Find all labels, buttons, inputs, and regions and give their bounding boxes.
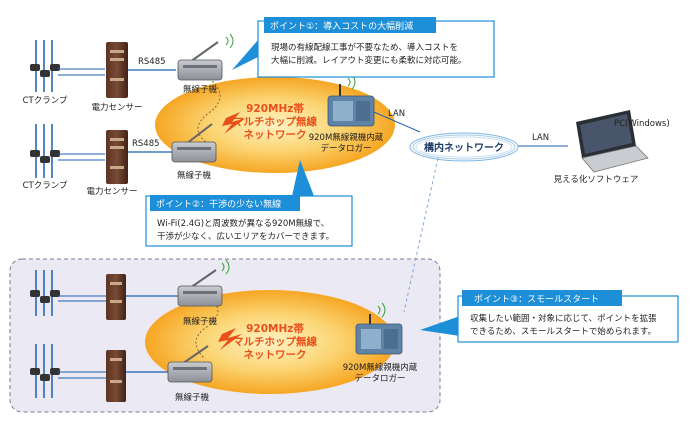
lightning-icon — [218, 328, 242, 350]
wireless-child-label: 無線子機 — [175, 392, 210, 403]
callout-pointer — [292, 160, 314, 196]
ct-clamp-group — [30, 270, 60, 316]
power-sensor — [106, 130, 128, 184]
point3-desc-line2: できるため、スモールスタートで始められます。 — [470, 326, 656, 337]
wireless-child-unit — [167, 345, 213, 383]
power-sensor — [106, 350, 126, 402]
wireless-child-unit — [177, 33, 234, 81]
logger-label-2: データロガー — [320, 143, 371, 154]
point1-title: ポイント①：導入コストの大幅削減 — [270, 20, 413, 32]
point1-desc-line1: 現場の有線配線工事が不要なため、導入コストを — [271, 42, 458, 53]
pc-label: PC(Windows) — [614, 119, 670, 129]
rs485-label: RS485 — [138, 57, 166, 67]
network-label-bottom-1: 920MHz帯 — [246, 322, 304, 335]
network-label-2: マルチホップ無線 — [233, 115, 317, 128]
intranet-ring — [409, 132, 519, 162]
expansion-link — [403, 157, 439, 313]
intranet-label: 構内ネットワーク — [424, 141, 504, 154]
lightning-icon — [222, 112, 246, 134]
rs485-label: RS485 — [132, 139, 160, 149]
wireless-child-unit — [171, 123, 217, 163]
point1-desc-line2: 大幅に削減。レイアウト変更にも柔軟に対応可能。 — [271, 55, 467, 66]
logger-label-2: データロガー — [354, 373, 405, 384]
wireless-child-label: 無線子機 — [177, 170, 212, 181]
ct-clamp-group — [30, 124, 60, 178]
ct-clamp-group — [30, 40, 60, 92]
network-label-bottom-2: マルチホップ無線 — [233, 335, 317, 348]
point1-title-bar — [264, 17, 436, 33]
point2-title: ポイント②：干渉の少ない無線 — [156, 198, 281, 210]
wireless-child-unit — [177, 259, 230, 307]
logger-label-1: 920M無線親機内蔵 — [309, 132, 384, 143]
ct-clamp-label: CTクランプ — [23, 181, 68, 191]
wireless-link-top — [197, 75, 221, 143]
power-sensor — [106, 274, 126, 320]
data-logger — [327, 74, 375, 127]
software-label: 見える化ソフトウェア — [554, 174, 639, 185]
point3-desc-line1: 収集したい範囲・対象に応じて、ポイントを拡張 — [470, 313, 657, 324]
point2-desc-line2: 干渉が少なく、広いエリアをカバーできます。 — [157, 231, 334, 242]
point3-title-bar — [462, 290, 622, 306]
point3-title: ポイント③：スモールスタート — [474, 294, 599, 305]
lan-label: LAN — [388, 109, 405, 119]
power-sensor-label: 電力センサー — [91, 102, 142, 113]
callout-pointer — [420, 316, 460, 336]
wireless-child-label: 無線子機 — [183, 84, 218, 95]
network-label-3: ネットワーク — [244, 129, 307, 141]
ct-clamp-label: CTクランプ — [23, 96, 68, 106]
power-sensor-label: 電力センサー — [86, 186, 137, 197]
network-label-bottom-3: ネットワーク — [244, 349, 307, 361]
power-sensor — [106, 42, 128, 98]
network-label-1: 920MHz帯 — [246, 102, 304, 115]
laptop-icon — [576, 110, 649, 173]
point2-desc-line1: Wi-Fi(2.4G)と周波数が異なる920M無線で、 — [157, 218, 329, 229]
logger-label-1: 920M無線親機内蔵 — [343, 362, 418, 373]
ct-clamp-group — [30, 344, 60, 398]
data-logger — [355, 302, 403, 355]
lan-label: LAN — [532, 133, 549, 143]
point2-title-bar — [150, 195, 300, 211]
wireless-child-label: 無線子機 — [183, 316, 218, 327]
